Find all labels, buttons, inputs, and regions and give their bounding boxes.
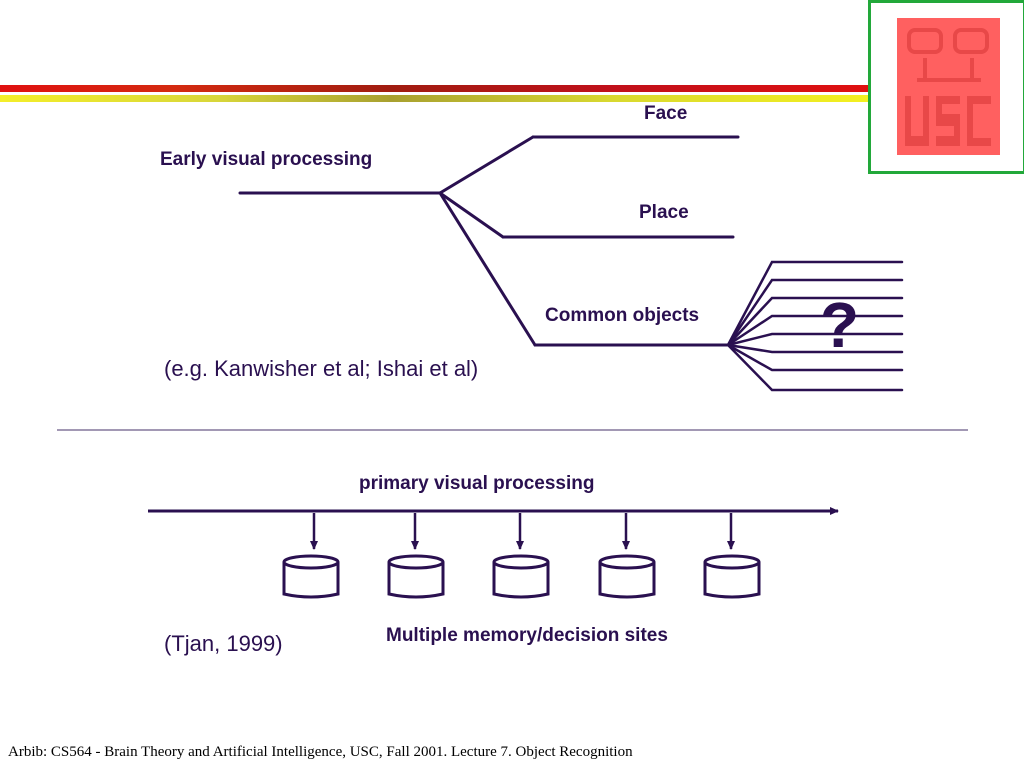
slide-footer: Arbib: CS564 - Brain Theory and Artifici… xyxy=(8,744,633,760)
face-label: Face xyxy=(644,103,688,124)
memory-site-cylinder xyxy=(492,554,550,599)
memory-site-cylinder xyxy=(703,554,761,599)
memory-site-cylinder xyxy=(282,554,340,599)
bottom-citation: (Tjan, 1999) xyxy=(164,631,283,656)
usc-seal-icon xyxy=(905,28,991,146)
object-fan xyxy=(726,260,904,392)
place-label: Place xyxy=(639,202,689,223)
primary-visual-processing-label: primary visual processing xyxy=(359,473,595,494)
face-branch-line xyxy=(438,135,535,195)
usc-logo-frame xyxy=(868,0,1024,174)
memory-sites-label: Multiple memory/decision sites xyxy=(386,625,668,646)
header-stripe-yellow xyxy=(0,95,870,102)
common-objects-label: Common objects xyxy=(545,305,700,326)
memory-site-cylinder xyxy=(387,554,445,599)
place-branch-line xyxy=(438,191,505,239)
early-visual-processing-label: Early visual processing xyxy=(160,149,373,170)
header-stripe-red xyxy=(0,85,870,92)
memory-site-cylinder xyxy=(598,554,656,599)
top-citation: (e.g. Kanwisher et al; Ishai et al) xyxy=(164,356,479,381)
unknown-question-mark: ? xyxy=(820,289,860,361)
objects-branch-line xyxy=(438,191,537,347)
usc-logo xyxy=(897,18,1000,155)
